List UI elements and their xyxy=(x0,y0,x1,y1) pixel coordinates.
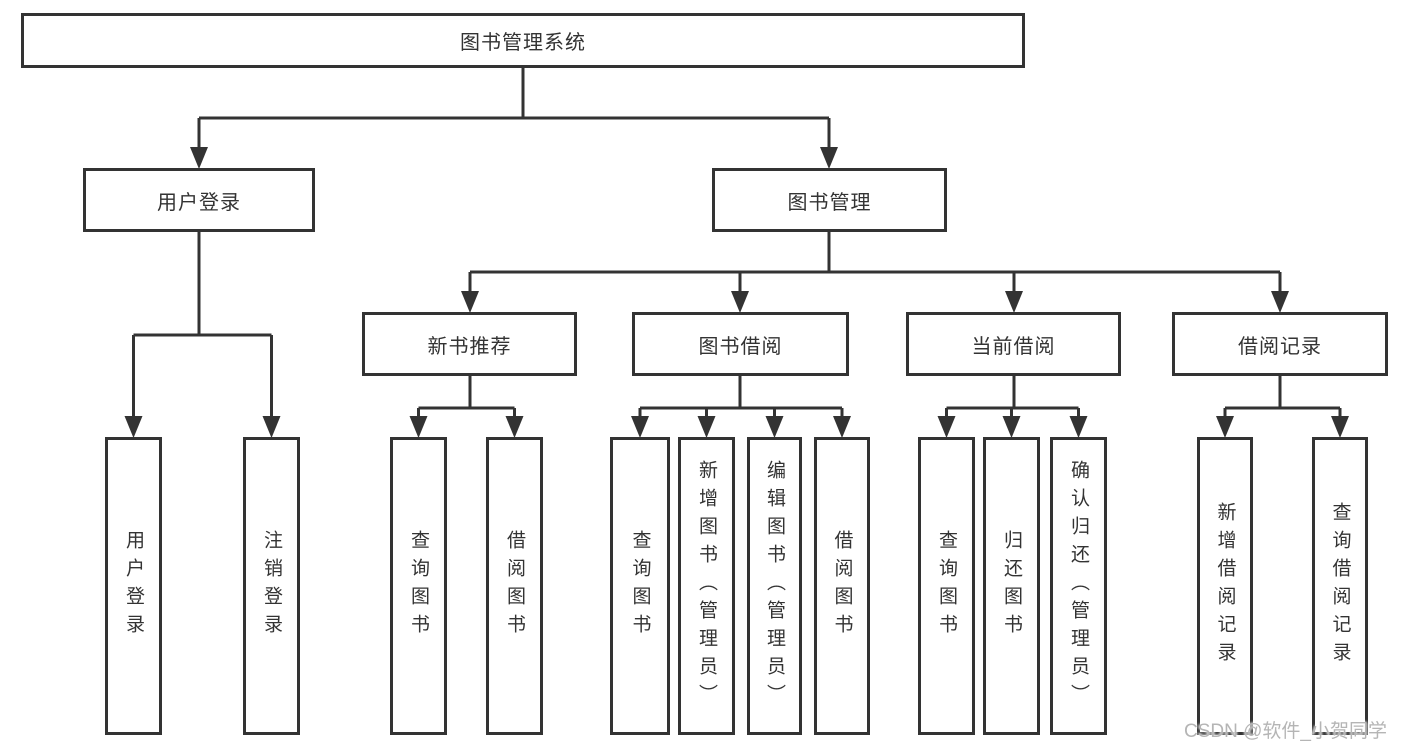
leaf-label: 查询借阅记录 xyxy=(1329,502,1351,670)
arrowhead-icon xyxy=(820,147,838,169)
leaf-return-book: 归还图书 xyxy=(983,437,1040,735)
arrowhead-icon xyxy=(731,291,749,313)
arrowhead-icon xyxy=(461,291,479,313)
leaf-label: 归还图书 xyxy=(1001,530,1022,642)
node-label: 当前借阅 xyxy=(971,335,1056,358)
connector-path xyxy=(132,68,1342,419)
arrowhead-icon xyxy=(1331,416,1349,438)
leaf-label: 查询图书 xyxy=(936,530,957,642)
leaf-label: 新增图书（管理员） xyxy=(696,460,717,712)
arrowhead-icon xyxy=(409,416,428,438)
node-current-borrow: 当前借阅 xyxy=(906,312,1121,376)
leaf-query-book-1: 查询图书 xyxy=(390,437,447,735)
arrowhead-icon xyxy=(190,147,208,169)
leaf-label: 编辑图书（管理员） xyxy=(764,460,785,712)
node-book-borrow: 图书借阅 xyxy=(632,312,849,376)
node-book-management: 图书管理 xyxy=(712,168,947,232)
arrowhead-icon xyxy=(505,416,524,438)
leaf-label: 用户登录 xyxy=(123,530,144,642)
node-label: 用户登录 xyxy=(157,191,241,214)
leaf-query-borrow-record: 查询借阅记录 xyxy=(1312,437,1368,735)
leaf-borrow-book-2: 借阅图书 xyxy=(814,437,870,735)
node-user-login: 用户登录 xyxy=(83,168,315,232)
leaf-label: 查询图书 xyxy=(408,530,429,642)
leaf-label: 新增借阅记录 xyxy=(1214,502,1236,670)
node-label: 图书管理 xyxy=(787,191,872,214)
leaf-user-login: 用户登录 xyxy=(105,437,162,735)
leaf-confirm-return-admin: 确认归还（管理员） xyxy=(1050,437,1107,735)
arrowhead-icon xyxy=(1271,291,1289,313)
arrowhead-icon xyxy=(765,416,784,438)
leaf-borrow-book-1: 借阅图书 xyxy=(486,437,543,735)
leaf-label: 注销登录 xyxy=(261,530,282,642)
node-library-management-system: 图书管理系统 xyxy=(21,13,1025,68)
arrowhead-icon xyxy=(1216,416,1234,438)
leaf-label: 借阅图书 xyxy=(831,530,853,642)
arrowhead-icon xyxy=(697,416,716,438)
arrowhead-icon xyxy=(1069,416,1088,438)
leaf-label: 查询图书 xyxy=(629,530,651,642)
leaf-label: 确认归还（管理员） xyxy=(1068,460,1089,712)
watermark: CSDN @软件_小贺同学 xyxy=(1184,721,1387,742)
arrowhead-icon xyxy=(124,416,143,438)
node-label: 新书推荐 xyxy=(427,335,512,358)
leaf-edit-book-admin: 编辑图书（管理员） xyxy=(747,437,802,735)
leaf-add-borrow-record: 新增借阅记录 xyxy=(1197,437,1253,735)
arrowhead-icon xyxy=(833,416,851,438)
node-label: 图书借阅 xyxy=(698,335,783,358)
leaf-add-book-admin: 新增图书（管理员） xyxy=(678,437,735,735)
arrowhead-icon xyxy=(262,416,281,438)
node-label: 图书管理系统 xyxy=(460,32,586,54)
leaf-query-book-3: 查询图书 xyxy=(918,437,975,735)
node-label: 借阅记录 xyxy=(1238,335,1322,358)
arrowhead-icon xyxy=(631,416,649,438)
leaf-label: 借阅图书 xyxy=(504,530,525,642)
arrowhead-icon xyxy=(1005,291,1023,313)
leaf-logout: 注销登录 xyxy=(243,437,300,735)
arrowhead-icon xyxy=(1002,416,1021,438)
node-borrow-records: 借阅记录 xyxy=(1172,312,1388,376)
leaf-query-book-2: 查询图书 xyxy=(610,437,670,735)
node-new-book-recommend: 新书推荐 xyxy=(362,312,577,376)
arrowhead-icon xyxy=(937,416,956,438)
